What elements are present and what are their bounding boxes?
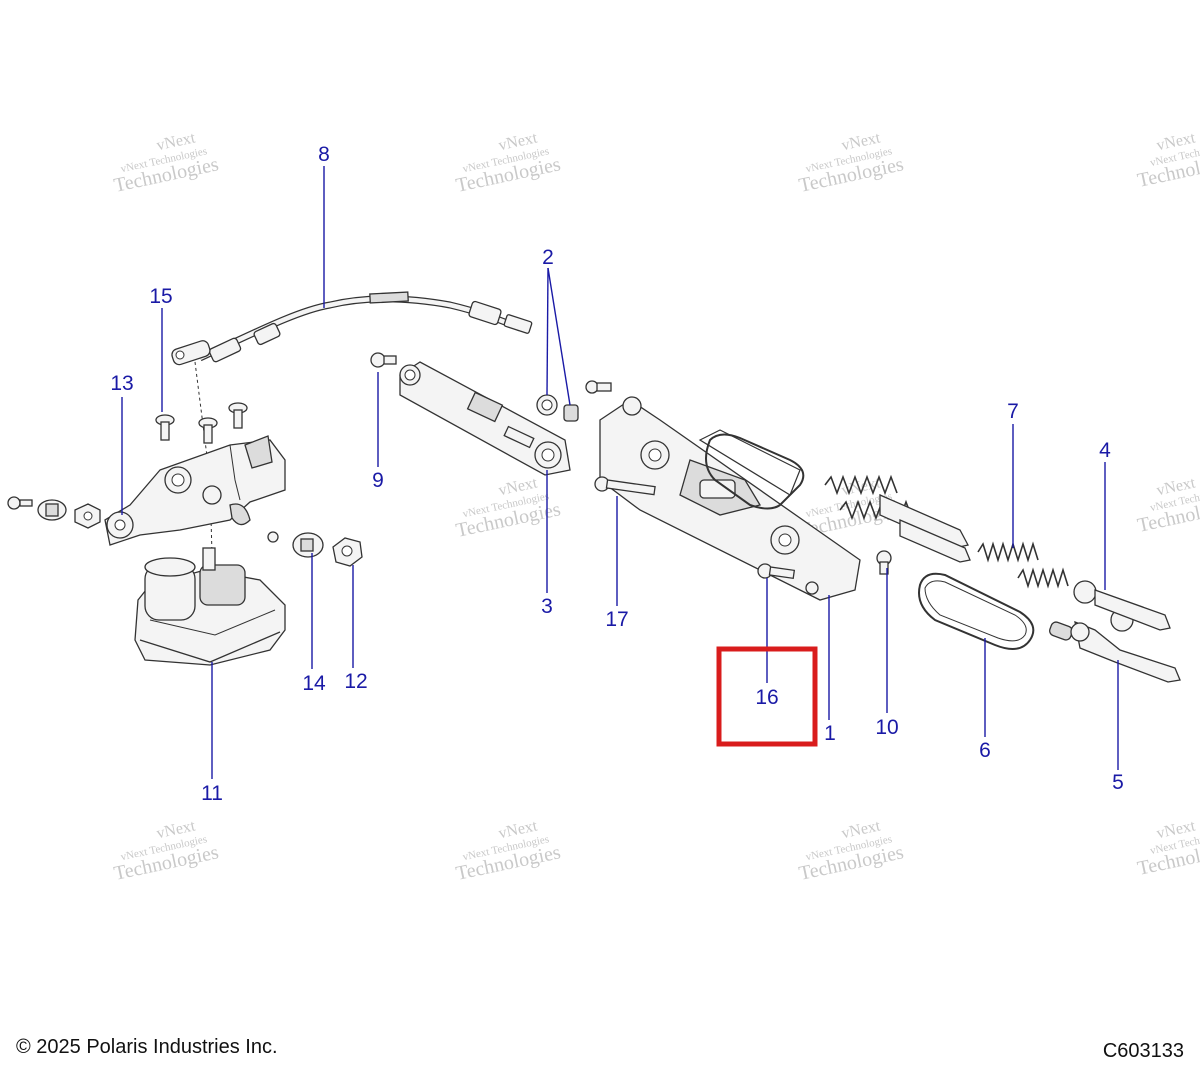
figure-id: C603133 bbox=[1102, 1040, 1184, 1062]
part-11-actuator-motor[interactable] bbox=[134, 547, 286, 666]
part-16-bolt[interactable] bbox=[757, 563, 796, 580]
callout-8[interactable]: 8 bbox=[318, 143, 330, 166]
lower-springs bbox=[977, 541, 1069, 589]
part-2-bushing-washer[interactable] bbox=[536, 380, 612, 422]
watermark: vNext vNext Technologies Technologies bbox=[1135, 817, 1200, 880]
callout-1[interactable]: 1 bbox=[824, 722, 836, 745]
part-8-shift-cable[interactable] bbox=[170, 291, 533, 366]
watermark: vNext vNext Technologies Technologies bbox=[454, 817, 563, 885]
left-fasteners[interactable] bbox=[7, 496, 101, 529]
callout-labels: 1 2 3 4 5 6 7 8 9 10 11 12 13 14 15 16 1… bbox=[110, 143, 1124, 805]
callout-11[interactable]: 11 bbox=[201, 782, 223, 805]
callout-9[interactable]: 9 bbox=[372, 469, 384, 492]
callout-15[interactable]: 15 bbox=[149, 285, 172, 308]
callout-17[interactable]: 17 bbox=[605, 608, 628, 631]
watermark: vNext vNext Technologies Technologies bbox=[454, 474, 563, 542]
part-3-link-arm[interactable] bbox=[399, 361, 571, 476]
leader-lines bbox=[121, 166, 1119, 779]
callout-3[interactable]: 3 bbox=[541, 595, 553, 618]
part-6-gasket[interactable] bbox=[918, 572, 1035, 650]
callout-4[interactable]: 4 bbox=[1099, 439, 1111, 462]
callout-16[interactable]: 16 bbox=[755, 686, 778, 709]
upper-shift-forks[interactable] bbox=[879, 494, 971, 563]
part-9-bolt[interactable] bbox=[370, 352, 397, 368]
highlight-box-callout-16 bbox=[716, 646, 818, 747]
part-17-bolt[interactable] bbox=[594, 476, 656, 496]
watermark: vNext vNext Technologies Technologies bbox=[112, 129, 221, 197]
assembly-dashed-line bbox=[194, 361, 213, 556]
part-10-bolt[interactable] bbox=[876, 550, 892, 575]
watermark: vNext vNext Technologies Technologies bbox=[454, 129, 563, 197]
part-4-shift-fork[interactable] bbox=[1073, 580, 1171, 632]
part-12-nut[interactable] bbox=[332, 537, 363, 567]
part-14-washer[interactable] bbox=[267, 531, 324, 558]
copyright-notice: © 2025 Polaris Industries Inc. bbox=[16, 1036, 278, 1058]
callout-2[interactable]: 2 bbox=[542, 246, 554, 269]
watermark: vNext vNext Technologies Technologies bbox=[112, 817, 221, 885]
part-1-shift-housing[interactable] bbox=[599, 396, 861, 601]
part-5-shift-fork[interactable] bbox=[1048, 620, 1181, 683]
callout-14[interactable]: 14 bbox=[302, 672, 326, 695]
callout-7[interactable]: 7 bbox=[1007, 400, 1019, 423]
part-15-screws[interactable] bbox=[155, 402, 248, 444]
watermark: vNext vNext Technologies Technologies bbox=[1135, 474, 1200, 537]
callout-13[interactable]: 13 bbox=[110, 372, 133, 395]
callout-5[interactable]: 5 bbox=[1112, 771, 1124, 794]
part-7-springs[interactable] bbox=[824, 474, 1069, 589]
part-13-bracket[interactable] bbox=[104, 435, 286, 546]
watermark: vNext vNext Technologies Technologies bbox=[1135, 129, 1200, 192]
watermark: vNext vNext Technologies Technologies bbox=[797, 129, 906, 197]
callout-10[interactable]: 10 bbox=[875, 716, 898, 739]
upper-gasket[interactable] bbox=[705, 433, 805, 510]
watermark: vNext vNext Technologies Technologies bbox=[797, 817, 906, 885]
callout-12[interactable]: 12 bbox=[344, 670, 367, 693]
callout-6[interactable]: 6 bbox=[979, 739, 991, 762]
